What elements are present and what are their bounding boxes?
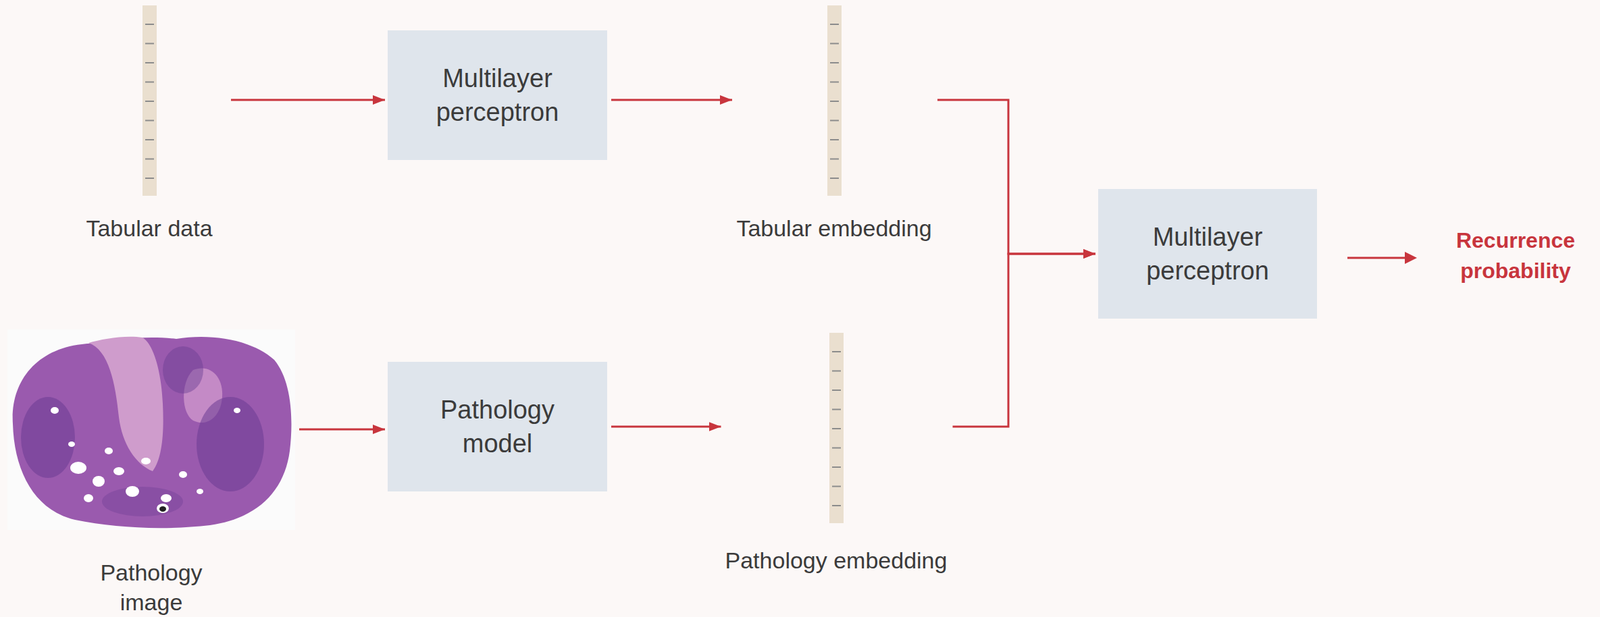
flow-connector [611, 426, 722, 429]
vector-tick [830, 139, 839, 141]
vector-tick [145, 43, 154, 45]
vector-tick [145, 100, 154, 102]
vector-tick [830, 81, 839, 84]
image-frame [7, 329, 296, 531]
process-box: Multilayer perceptron [387, 30, 608, 161]
vector-tick [830, 62, 839, 64]
vector-tick [145, 177, 154, 179]
tissue-section [12, 337, 292, 529]
air-spaces [50, 407, 241, 503]
slide-ground [7, 329, 296, 531]
vector-tick [145, 158, 154, 161]
vector-bar [827, 5, 842, 196]
vector-tick [832, 505, 841, 507]
vector-tick [832, 486, 841, 488]
vector-tick [145, 23, 154, 25]
vector-tick [830, 100, 839, 102]
caption-label: Tabular embedding [736, 213, 932, 244]
box-label: Multilayer perceptron [421, 61, 574, 129]
vector-body [142, 5, 157, 196]
flow-connector [937, 99, 1096, 254]
flow-connector [299, 428, 385, 431]
dense-region [196, 397, 265, 492]
caption-label: Pathology image [83, 557, 219, 617]
stroma-region [88, 337, 164, 472]
vector-tick [145, 120, 154, 122]
vector-tick [832, 447, 841, 450]
vector-tick [830, 23, 839, 25]
vector-node: Pathology embedding [724, 332, 949, 576]
image-node: Pathology image [7, 329, 296, 617]
vector-bar [829, 332, 844, 524]
vector-tick [832, 409, 841, 411]
vector-tick [830, 177, 839, 179]
vector-tick [832, 370, 841, 373]
flow-connector [230, 99, 385, 102]
vector-tick [830, 158, 839, 161]
vector-node: Tabular embedding [734, 5, 934, 244]
vector-tick [832, 428, 841, 430]
caption-label: Tabular data [85, 213, 213, 244]
vector-tick [832, 389, 841, 392]
air-space [156, 503, 169, 514]
vector-body [829, 332, 844, 524]
pathology-slide [7, 329, 296, 531]
caption-label: Pathology embedding [725, 545, 948, 576]
dense-region [20, 397, 75, 479]
process-box: Pathology model [387, 362, 608, 492]
vector-tick [145, 62, 154, 64]
debris-speck [159, 506, 167, 512]
box-label: Multilayer perceptron [1131, 220, 1284, 288]
process-box: Multilayer perceptron [1098, 189, 1318, 319]
dense-region [101, 486, 184, 517]
vector-body [827, 5, 842, 196]
flow-connector [611, 99, 733, 102]
flow-connector [952, 253, 1097, 427]
vector-tick [830, 120, 839, 122]
vector-node: Tabular data [71, 5, 227, 244]
box-label: Pathology model [421, 393, 574, 461]
output-label: Recurrence probability [1443, 225, 1588, 287]
output-arrow-head [1404, 251, 1417, 265]
vector-tick [832, 351, 841, 353]
dense-region [162, 346, 204, 394]
output-arrow-line [1347, 257, 1405, 260]
vector-tick [830, 43, 839, 45]
vector-tick [145, 81, 154, 84]
vector-tick [145, 139, 154, 141]
vector-bar [142, 5, 157, 196]
vector-tick [832, 466, 841, 469]
